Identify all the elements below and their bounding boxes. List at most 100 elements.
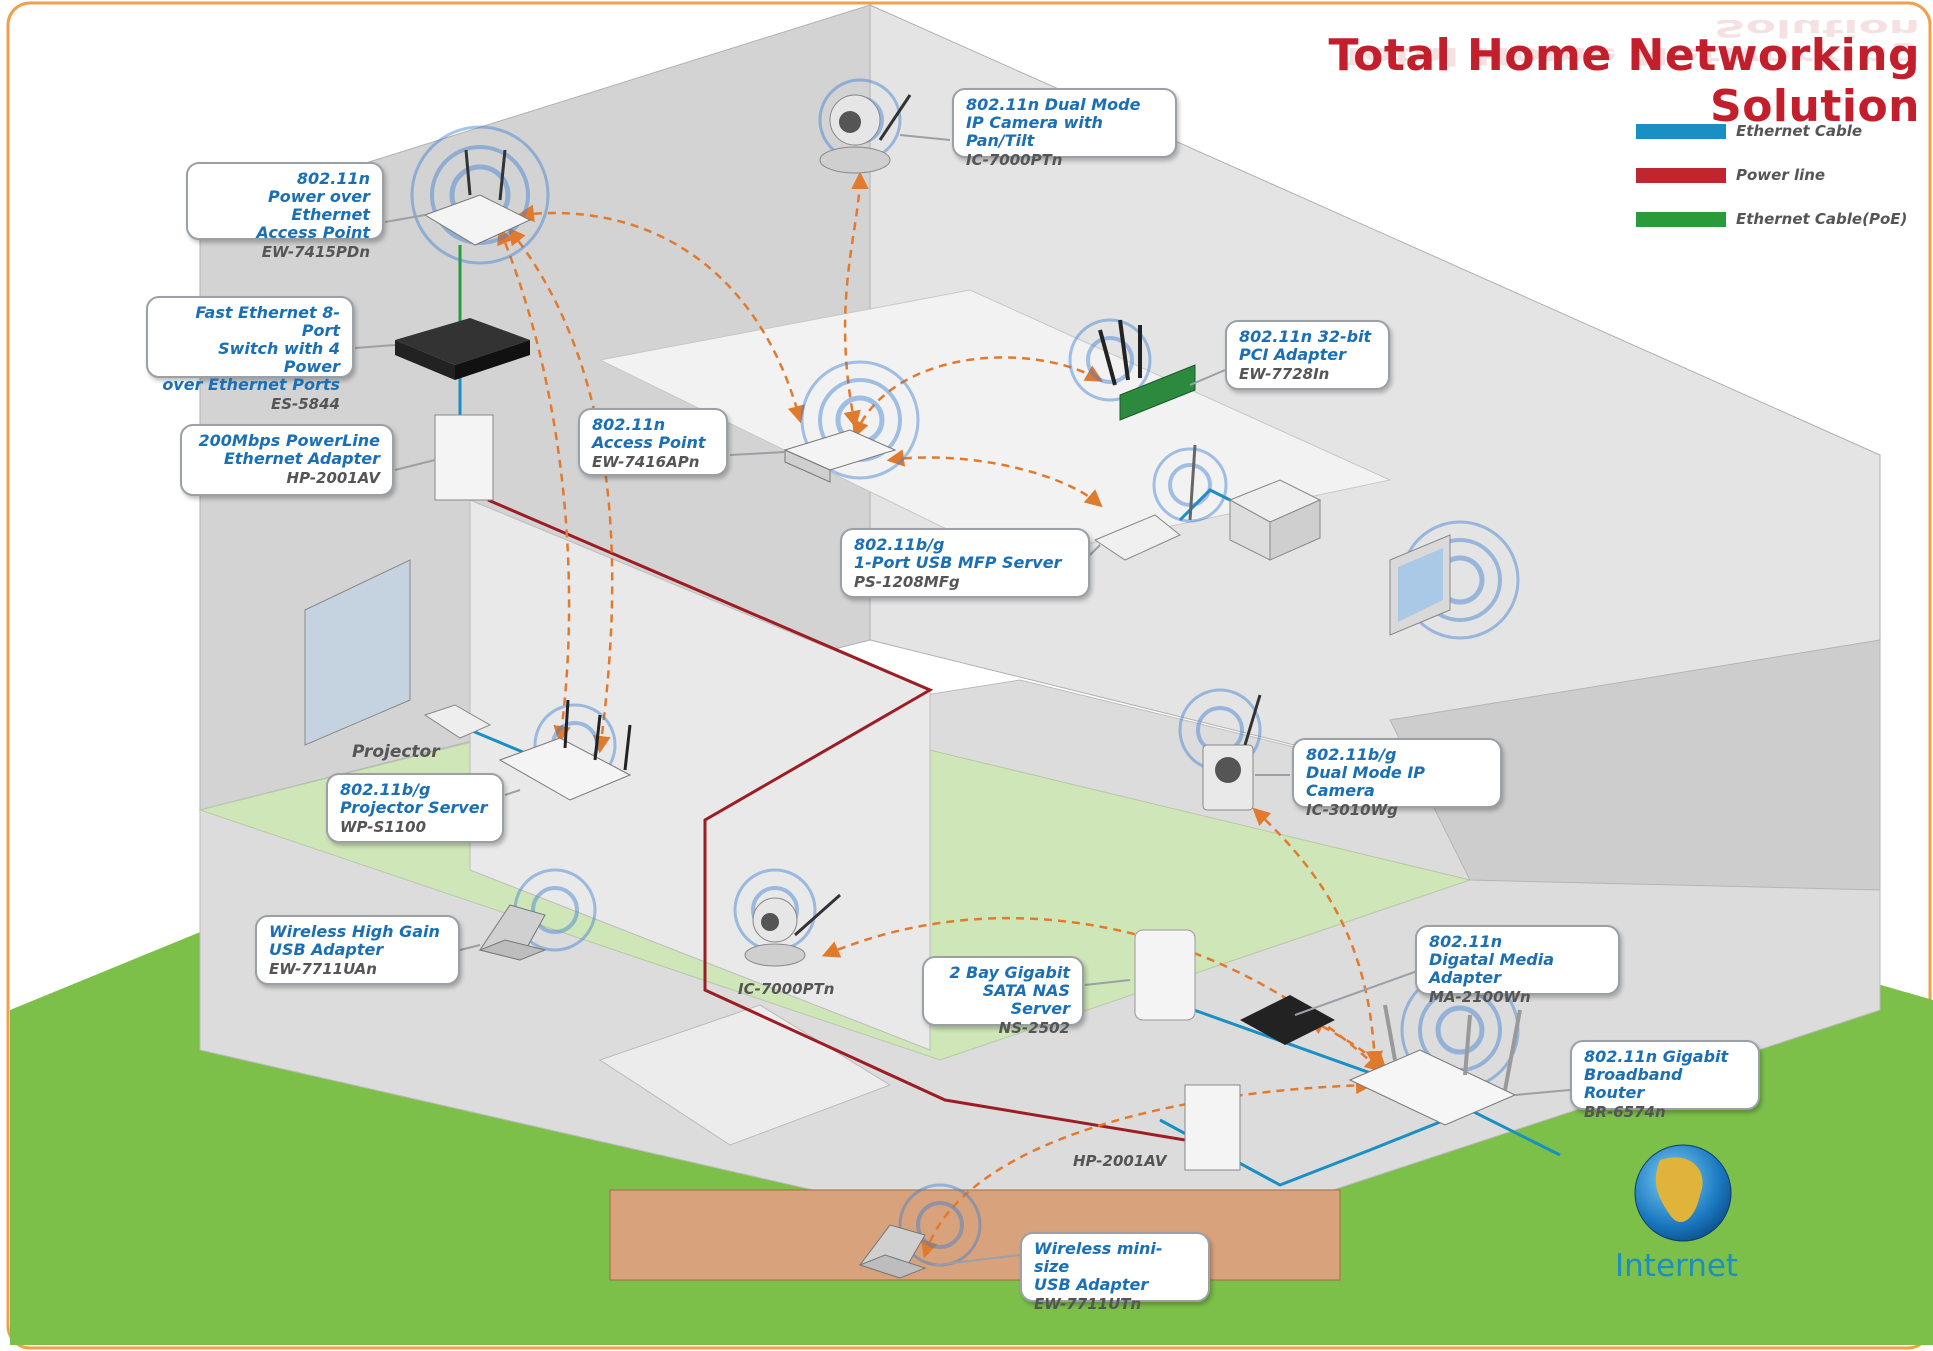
wireless-link [886, 449, 1103, 508]
ip-camera-label: IC-7000PTn [738, 980, 835, 998]
callout-projector-server: 802.11b/g Projector Server WP-S1100 [326, 773, 504, 843]
callout-model: PS-1208MFg [854, 573, 960, 591]
callout-powerline: 200Mbps PowerLine Ethernet Adapter HP-20… [180, 424, 394, 496]
callout-title-line: 200Mbps PowerLine [198, 431, 380, 450]
poe-access-point-device [423, 149, 532, 246]
switch-device [395, 318, 530, 380]
callout-title-line: Power over Ethernet [268, 187, 370, 224]
printer-device [1228, 479, 1322, 561]
callout-title-line: Switch with 4 Power [218, 339, 340, 376]
callout-title-line: 802.11n [592, 415, 666, 434]
callout-title-line: Projector Server [340, 798, 488, 817]
wireless-link [920, 1076, 1374, 1259]
laptop-mini-device [858, 1224, 927, 1279]
callout-nas: 2 Bay Gigabit SATA NAS Server NS-2502 [922, 956, 1084, 1037]
legend-label: Ethernet Cable [1736, 122, 1863, 140]
projector-server-device [498, 699, 632, 801]
mfp-server-device [1093, 444, 1197, 561]
callout-pci-adapter: 802.11n 32-bit PCI Adapter EW-7728In [1225, 320, 1390, 390]
callout-title-line: 802.11n 32-bit [1239, 327, 1372, 346]
callout-ip-camera-pan-tilt: 802.11n Dual Mode IP Camera with Pan/Til… [952, 88, 1177, 169]
internet-globe [1634, 1144, 1732, 1242]
callout-title-line: 802.11n [1429, 932, 1503, 951]
legend-item: Ethernet Cable(PoE) [1636, 206, 1926, 250]
callout-switch: Fast Ethernet 8-Port Switch with 4 Power… [146, 296, 354, 413]
laptop-device [478, 904, 547, 961]
callout-mfp-server: 802.11b/g 1-Port USB MFP Server PS-1208M… [840, 528, 1090, 598]
legend-item: Ethernet Cable [1636, 118, 1926, 162]
callout-title-line: Wireless High Gain [269, 922, 440, 941]
callout-model: EW-7416APn [592, 453, 700, 471]
callout-model: EW-7728In [1239, 365, 1330, 383]
frame-border [6, 1, 1932, 1350]
callout-title-line: Wireless mini-size [1034, 1239, 1163, 1276]
callout-model: WP-S1100 [340, 818, 427, 836]
callout-model: IC-7000PTn [966, 151, 1063, 169]
callout-title-line: PCI Adapter [1239, 345, 1346, 364]
callout-title-line: Fast Ethernet 8-Port [195, 303, 340, 340]
router-device [1348, 1004, 1522, 1126]
wireless-link [843, 171, 869, 429]
callout-model: HP-2001AV [286, 469, 380, 487]
ip-camera-pt-device [819, 94, 912, 174]
wireless-link [1252, 807, 1384, 1069]
callout-model: EW-7711UTn [1034, 1295, 1142, 1313]
wireless-link [516, 204, 805, 424]
callout-model: EW-7711UAn [269, 960, 377, 978]
callout-pointers [354, 134, 1571, 1266]
legend-label: Power line [1736, 166, 1826, 184]
nas-device [1134, 929, 1196, 1021]
page-title-reflection: Total Home Networking Solution [1338, 13, 1920, 70]
callout-title-line: Access Point [592, 433, 706, 452]
callout-title-line: 802.11n Gigabit [1584, 1047, 1729, 1066]
kitchen-floor [1389, 639, 1881, 891]
callout-title-line: 1-Port USB MFP Server [854, 553, 1062, 572]
callout-title-line: 802.11b/g [854, 535, 945, 554]
callout-model: NS-2502 [998, 1019, 1070, 1037]
wireless-link [507, 227, 614, 754]
callout-poe-access-point: 802.11n Power over Ethernet Access Point… [186, 162, 384, 261]
callout-title-line: 802.11n [296, 169, 370, 188]
powerline-device [434, 414, 494, 501]
callout-title-line: Broadband Router [1584, 1065, 1683, 1102]
callout-model: BR-6574n [1584, 1103, 1666, 1121]
callout-title-line: 802.11b/g [340, 780, 431, 799]
callout-ip-camera: 802.11b/g Dual Mode IP Camera IC-3010Wg [1292, 738, 1502, 819]
pci-adapter-device [1098, 319, 1196, 421]
callout-usb-mini: Wireless mini-size USB Adapter EW-7711UT… [1020, 1232, 1210, 1313]
page-title: Total Home Networking Solution [1328, 30, 1920, 132]
callout-title-line: Access Point [256, 223, 370, 242]
window [304, 559, 411, 746]
legend-swatch-poe [1636, 212, 1726, 227]
projector-label: Projector [352, 742, 440, 762]
callout-title-line: 2 Bay Gigabit [949, 963, 1070, 982]
ip-camera-ground-device [744, 893, 841, 967]
powerline-label: HP-2001AV [1073, 1152, 1167, 1170]
steps [598, 1004, 892, 1146]
media-adapter-device [1240, 995, 1335, 1045]
callout-title-line: USB Adapter [1034, 1275, 1149, 1294]
internet-label: Internet [1615, 1248, 1739, 1284]
legend-label: Ethernet Cable(PoE) [1736, 210, 1908, 228]
callout-usb-high-gain: Wireless High Gain USB Adapter EW-7711UA… [255, 915, 460, 985]
callout-model: ES-5844 [270, 395, 340, 413]
callout-title-line: 802.11b/g [1306, 745, 1397, 764]
legend-item: Power line [1636, 162, 1926, 206]
callout-access-point: 802.11n Access Point EW-7416APn [578, 408, 728, 476]
callout-title-line: 802.11n Dual Mode [966, 95, 1141, 114]
callout-model: IC-3010Wg [1306, 801, 1398, 819]
powerline-ground-device [1184, 1084, 1241, 1171]
callout-title-line: Digatal Media Adapter [1429, 950, 1555, 987]
callout-title-line: USB Adapter [269, 940, 384, 959]
monitor-device [1389, 534, 1451, 636]
legend-swatch-ethernet [1636, 124, 1726, 139]
callout-title-line: SATA NAS Server [982, 981, 1070, 1018]
callout-router: 802.11n Gigabit Broadband Router BR-6574… [1570, 1040, 1760, 1121]
callout-title-line: Ethernet Adapter [223, 449, 380, 468]
wireless-link [852, 356, 1104, 439]
callout-title-line: IP Camera with Pan/Tilt [966, 113, 1103, 150]
legend: Ethernet Cable Power line Ethernet Cable… [1636, 118, 1926, 250]
legend-swatch-powerline [1636, 168, 1726, 183]
